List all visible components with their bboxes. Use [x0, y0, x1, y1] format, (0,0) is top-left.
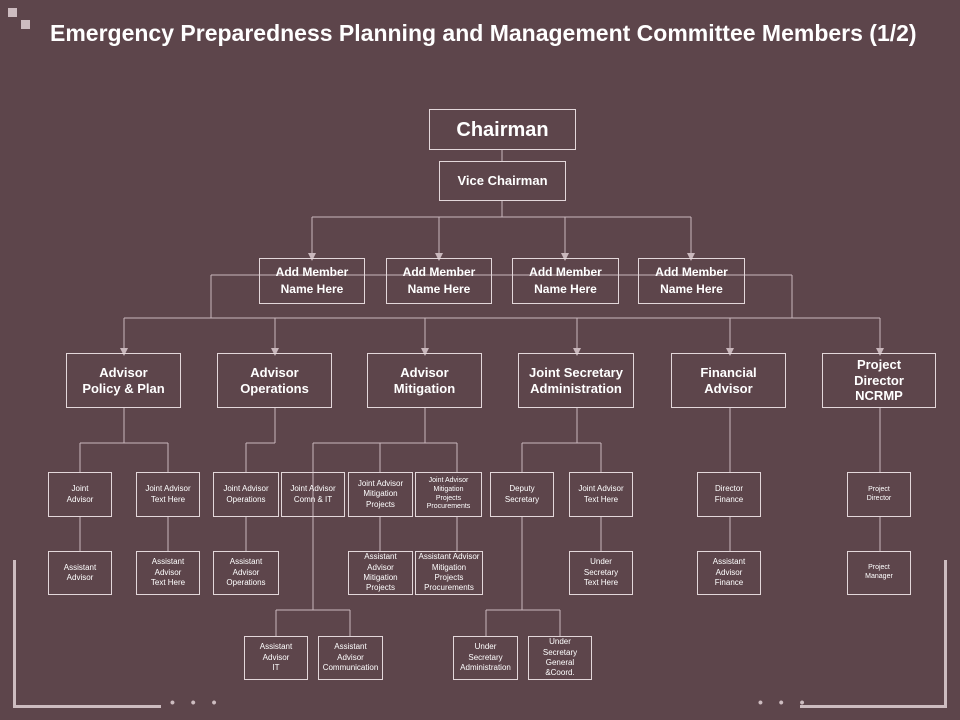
member-box-3: Add Member Name Here: [512, 258, 619, 304]
member-box-1: Add Member Name Here: [259, 258, 365, 304]
dots-decoration-right: • • •: [758, 694, 811, 710]
assistant-advisor-mitigation-projects-box: Assistant Advisor Mitigation Projects: [348, 551, 413, 595]
project-director-box: Project Director: [847, 472, 911, 517]
under-secretary-administration-box: Under Secretary Administration: [453, 636, 518, 680]
corner-decoration-square: [8, 8, 17, 17]
advisor-policy-box: Advisor Policy & Plan: [66, 353, 181, 408]
joint-advisor-mitigation-projects-box: Joint Advisor Mitigation Projects: [348, 472, 413, 517]
assistant-advisor-text-box: Assistant Advisor Text Here: [136, 551, 200, 595]
financial-advisor-box: Financial Advisor: [671, 353, 786, 408]
assistant-advisor-communication-box: Assistant Advisor Communication: [318, 636, 383, 680]
page-title: Emergency Preparedness Planning and Mana…: [50, 20, 917, 46]
advisor-operations-box: Advisor Operations: [217, 353, 332, 408]
member-box-4: Add Member Name Here: [638, 258, 745, 304]
project-manager-box: Project Manager: [847, 551, 911, 595]
joint-advisor-comn-it-box: Joint Advisor Comn & IT: [281, 472, 345, 517]
joint-advisor-operations-box: Joint Advisor Operations: [213, 472, 279, 517]
frame-right-vertical: [944, 560, 947, 708]
under-secretary-text-box: Under Secretary Text Here: [569, 551, 633, 595]
deputy-secretary-box: Deputy Secretary: [490, 472, 554, 517]
project-director-ncrmp-box: Project Director NCRMP: [822, 353, 936, 408]
advisor-mitigation-box: Advisor Mitigation: [367, 353, 482, 408]
joint-advisor-text-box-2: Joint Advisor Text Here: [569, 472, 633, 517]
assistant-advisor-operations-box: Assistant Advisor Operations: [213, 551, 279, 595]
joint-advisor-box: Joint Advisor: [48, 472, 112, 517]
corner-decoration-square: [21, 20, 30, 29]
joint-advisor-text-box-1: Joint Advisor Text Here: [136, 472, 200, 517]
frame-left-vertical: [13, 560, 16, 708]
assistant-advisor-it-box: Assistant Advisor IT: [244, 636, 308, 680]
joint-advisor-mitigation-procurements-box: Joint Advisor Mitigation Projects Procur…: [415, 472, 482, 517]
dots-decoration-left: • • •: [170, 694, 223, 710]
director-finance-box: Director Finance: [697, 472, 761, 517]
vice-chairman-box: Vice Chairman: [439, 161, 566, 201]
joint-secretary-box: Joint Secretary Administration: [518, 353, 634, 408]
assistant-advisor-mitigation-procurements-box: Assistant Advisor Mitigation Projects Pr…: [415, 551, 483, 595]
frame-right-bottom: [800, 705, 947, 708]
frame-left-bottom: [13, 705, 161, 708]
member-box-2: Add Member Name Here: [386, 258, 492, 304]
assistant-advisor-finance-box: Assistant Advisor Finance: [697, 551, 761, 595]
under-secretary-general-box: Under Secretary General &Coord.: [528, 636, 592, 680]
assistant-advisor-box: Assistant Advisor: [48, 551, 112, 595]
chairman-box: Chairman: [429, 109, 576, 150]
